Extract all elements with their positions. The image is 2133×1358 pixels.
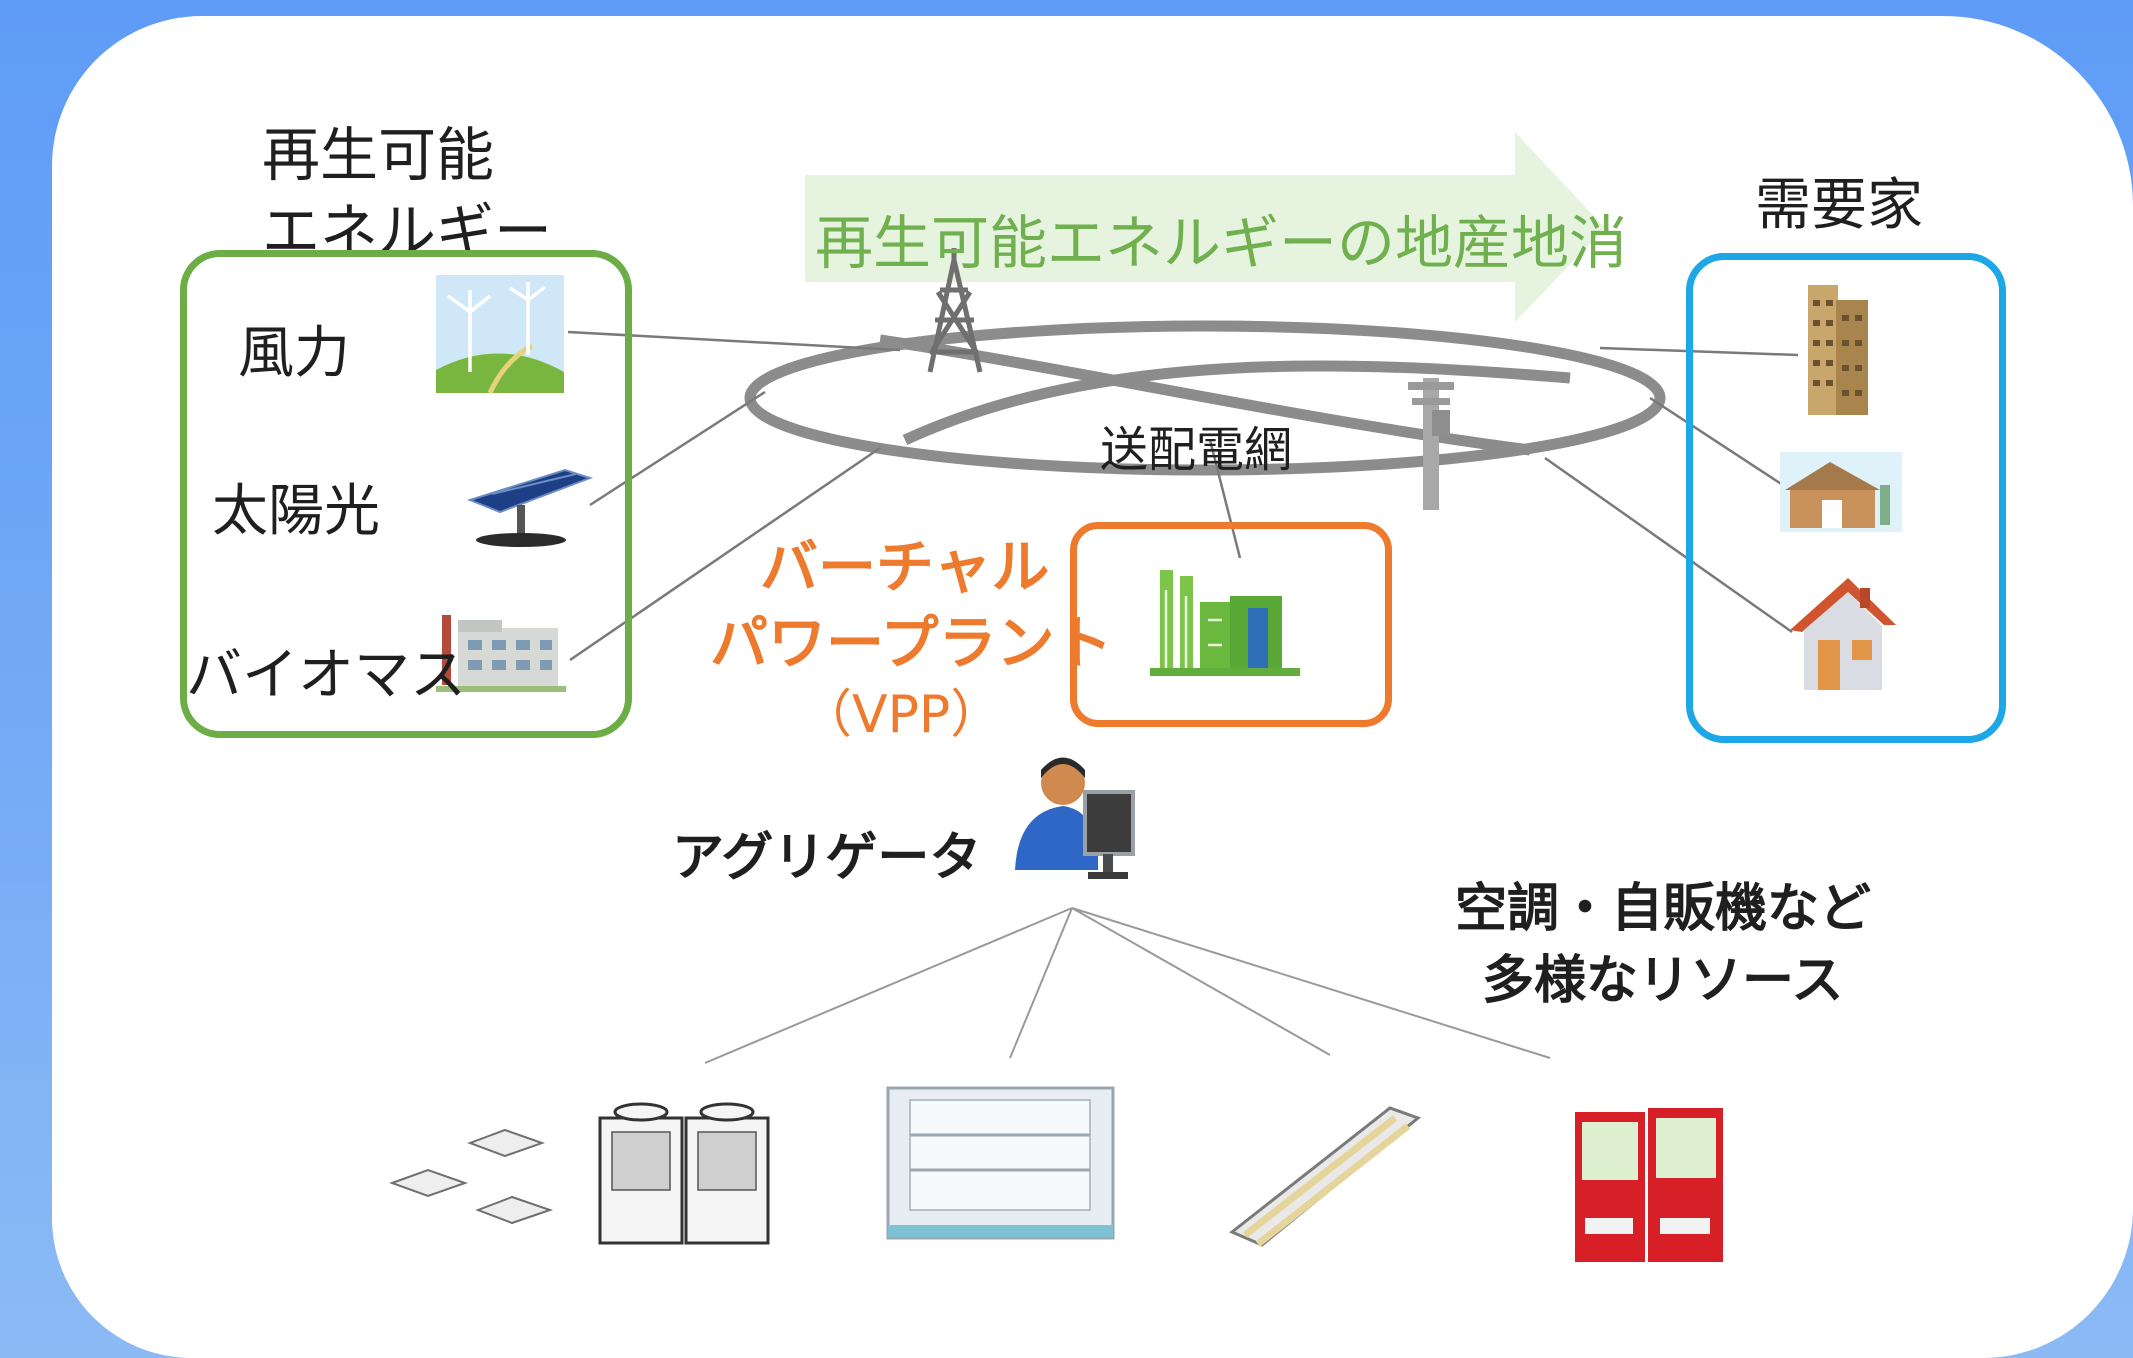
solar-label: 太陽光: [212, 479, 380, 544]
solar-link: [589, 390, 766, 507]
transmission-tower-icon: [927, 248, 983, 373]
local-production-arrow: [805, 132, 1605, 322]
vending-machine-icon: [1575, 1108, 1723, 1262]
aggregator-links: [704, 907, 1551, 1064]
warehouse-link: [1649, 396, 1799, 497]
grid-to-plant-link: [1208, 439, 1242, 559]
utility-pole-icon: [1408, 378, 1454, 510]
biomass-label: バイオマス: [186, 643, 466, 708]
operator-at-computer-icon: [1015, 757, 1135, 879]
grid-label: 送配電網: [1100, 422, 1293, 478]
renewable-box: [180, 250, 632, 738]
refrigerated-showcase-icon: [886, 1086, 1115, 1240]
apartment-building-icon: [1808, 285, 1868, 415]
vpp-line1: バーチャル: [760, 533, 1050, 601]
connection-lines: [567, 330, 1799, 662]
power-plant-icon: [1150, 570, 1300, 676]
wind-label: 風力: [238, 321, 350, 386]
wind-turbine-icon: [436, 275, 564, 395]
biomass-link: [569, 446, 881, 662]
fluorescent-light-icon: [1229, 1106, 1422, 1247]
aggregator-label: アグリゲータ: [672, 828, 982, 888]
vpp-line3: （VPP）: [800, 685, 1003, 745]
wind-link: [567, 330, 901, 352]
warehouse-icon: [1780, 452, 1902, 532]
air-conditioner-icon: [389, 1102, 770, 1245]
renewable-heading-line1: 再生可能: [262, 121, 495, 189]
resources-line1: 空調・自販機など: [1455, 879, 1872, 939]
resources-line2: 多様なリソース: [1482, 951, 1844, 1011]
vpp-plant-box: [1070, 522, 1392, 727]
building-link: [1599, 346, 1799, 357]
consumers-heading: 需要家: [1755, 173, 1923, 238]
solar-panel-icon: [467, 468, 594, 547]
house-icon: [1790, 578, 1896, 690]
consumers-box: [1686, 253, 2006, 743]
biomass-plant-icon: [436, 615, 566, 692]
vpp-line2: パワープラント: [710, 609, 1113, 677]
house-link: [1544, 456, 1793, 634]
banner-text: 再生可能エネルギーの地産地消: [815, 209, 1628, 277]
